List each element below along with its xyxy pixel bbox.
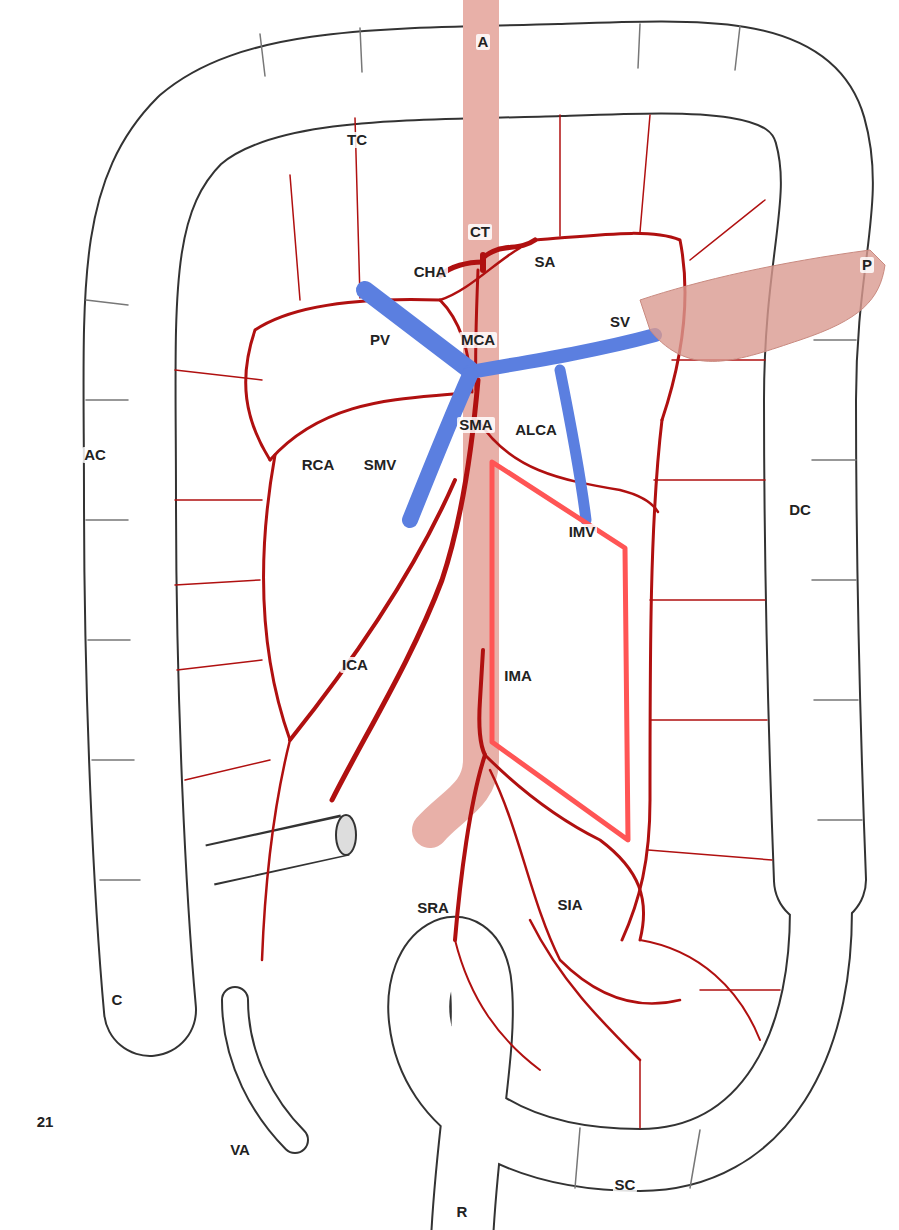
part-label: IMV — [567, 524, 598, 541]
part-label: RCA — [300, 457, 337, 474]
part-label: SIA — [555, 897, 584, 914]
part-label: C — [110, 992, 125, 1009]
part-label: CT — [468, 224, 492, 241]
ileum — [205, 815, 356, 866]
part-label: SMA — [457, 417, 494, 434]
highlight-frame — [492, 462, 628, 840]
part-label: P — [860, 257, 874, 274]
part-label: ICA — [340, 657, 370, 674]
part-label: MCA — [459, 332, 497, 349]
part-label: SRA — [415, 900, 451, 917]
part-label: ALCA — [513, 422, 559, 439]
part-label: SC — [613, 1177, 638, 1194]
part-label: PV — [368, 332, 392, 349]
part-label: IMA — [502, 668, 534, 685]
part-label: SA — [533, 254, 558, 271]
veins — [365, 290, 655, 520]
appendix — [235, 1000, 295, 1140]
part-label: AC — [82, 447, 108, 464]
part-label: DC — [787, 502, 813, 519]
part-label: CHA — [412, 264, 449, 281]
part-label: A — [476, 34, 491, 51]
part-label: TC — [345, 132, 369, 149]
part-label: VA — [228, 1142, 252, 1159]
part-label: SV — [608, 314, 632, 331]
pancreas — [640, 250, 885, 361]
part-label: 21 — [35, 1114, 56, 1131]
part-label: SMV — [362, 457, 399, 474]
part-label: R — [455, 1204, 470, 1221]
arteries — [175, 115, 780, 1128]
